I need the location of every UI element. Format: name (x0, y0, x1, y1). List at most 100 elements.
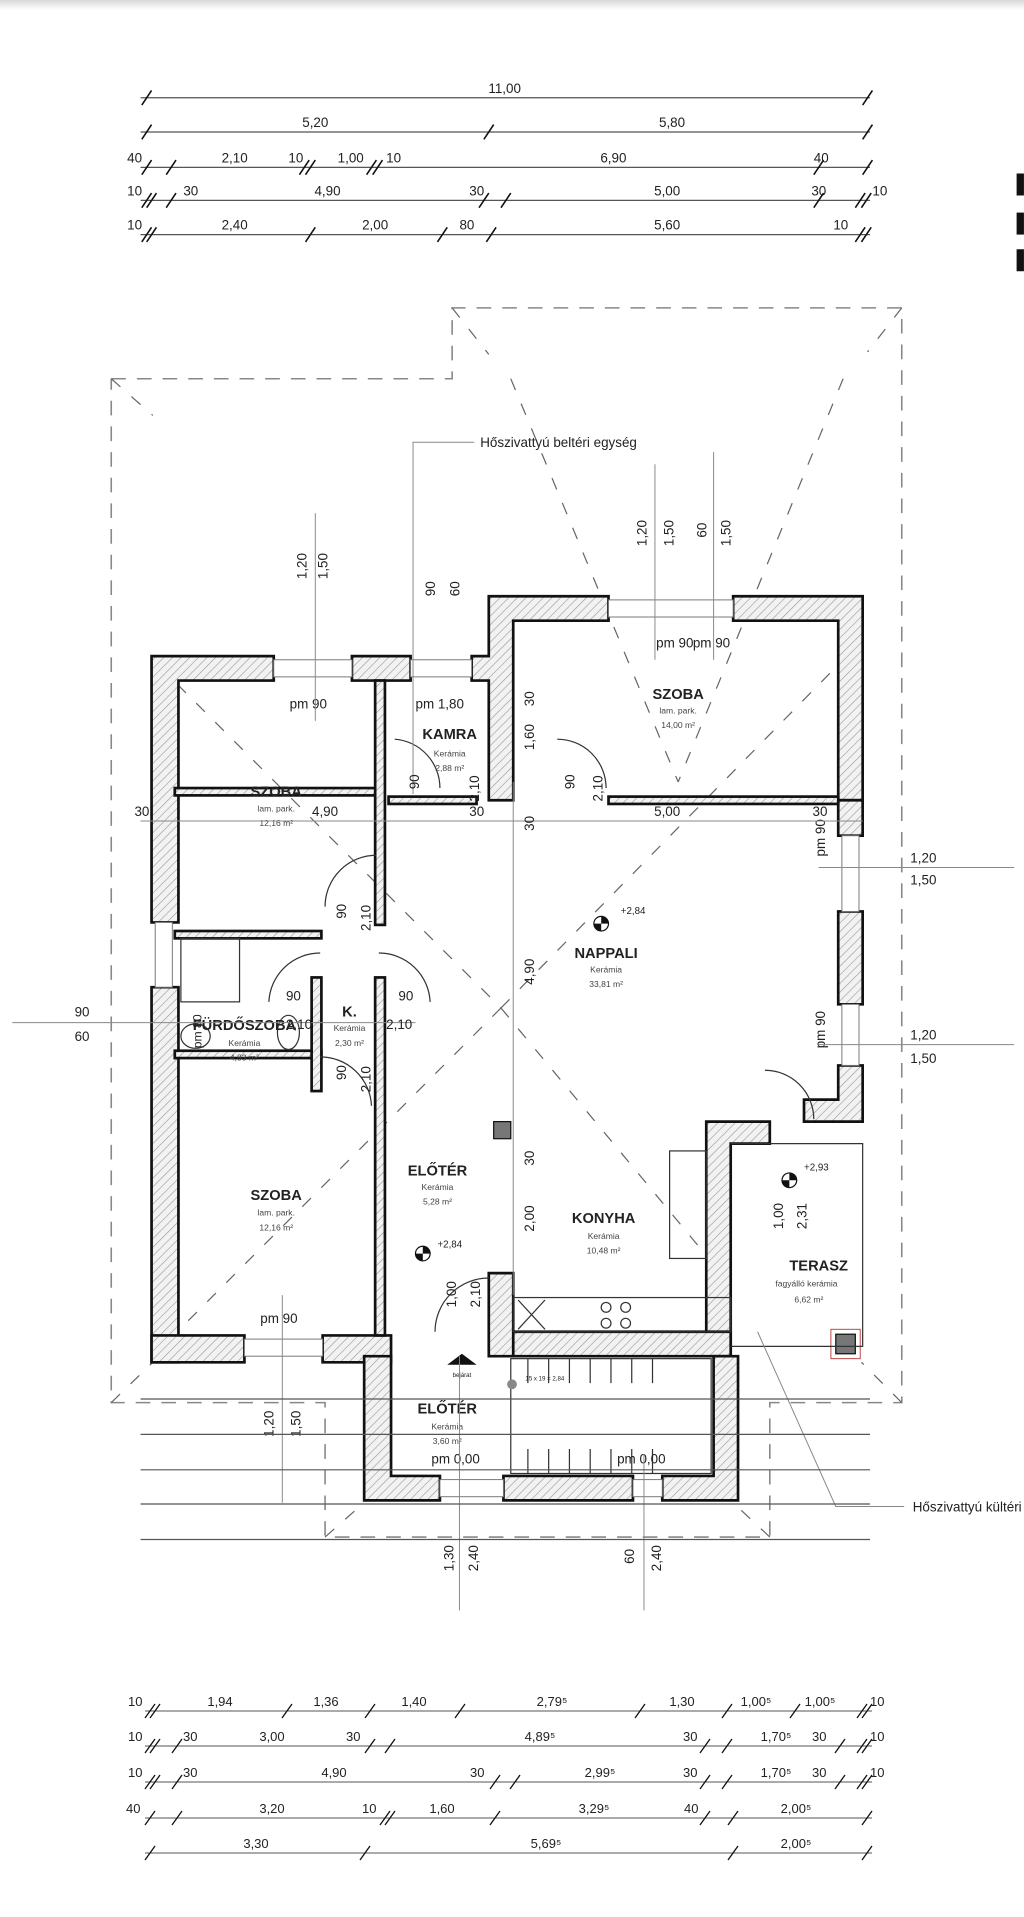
svg-text:90: 90 (562, 774, 577, 789)
svg-text:5,28 m²: 5,28 m² (423, 1197, 452, 1207)
room-pantry: KAMRA Kerámia 2,88 m² (422, 727, 477, 773)
svg-text:2,10: 2,10 (467, 775, 482, 801)
room-kitchen: KONYHA Kerámia 10,48 m² (572, 1211, 636, 1256)
column (835, 1333, 856, 1355)
svg-text:SZOBA: SZOBA (251, 785, 303, 801)
stairs (507, 1358, 712, 1475)
svg-text:2,31: 2,31 (794, 1203, 809, 1229)
dim-label: 5,00 (654, 183, 680, 198)
outdoor-unit-marker (830, 1328, 861, 1360)
dim-label: 30 (183, 183, 198, 198)
roof-outline (110, 307, 903, 1538)
bottom-dimension-chains (140, 1398, 870, 1541)
terrace-outline (730, 1142, 864, 1348)
room-terrace: TERASZ fagyálló kerámia 6,62 m² (775, 1259, 848, 1305)
svg-text:Kerámia: Kerámia (229, 1038, 261, 1048)
level-markers: +2,84 +2,84 +2,93 (414, 906, 829, 1262)
svg-text:K.: K. (342, 1005, 357, 1021)
room-bedroom-nw: SZOBA lam. park. 12,16 m² (251, 785, 303, 828)
level-marker-icon (414, 1245, 431, 1262)
room-labels: SZOBA lam. park. 14,00 m² SZOBA lam. par… (193, 687, 848, 1446)
svg-text:1,50: 1,50 (719, 520, 734, 546)
svg-text:1,00: 1,00 (771, 1203, 786, 1229)
svg-text:ELŐTÉR: ELŐTÉR (408, 1161, 468, 1179)
parapet-labels: pm 90 pm 90 pm 90 pm 1,80 pm 90 pm 0,00 … (191, 636, 828, 1467)
svg-text:fagyálló kerámia: fagyálló kerámia (775, 1279, 837, 1289)
walls (150, 594, 864, 1502)
svg-text:lam. park.: lam. park. (257, 803, 295, 813)
svg-text:2,10: 2,10 (386, 1017, 412, 1032)
svg-text:90: 90 (398, 989, 413, 1004)
svg-text:12,16 m²: 12,16 m² (259, 1222, 293, 1232)
svg-text:KONYHA: KONYHA (572, 1211, 636, 1227)
svg-text:60: 60 (447, 581, 462, 596)
kitchen-counter (512, 1150, 732, 1333)
parapet-label: pm 90 (290, 697, 327, 712)
dim-label: 6,90 (600, 150, 626, 165)
svg-text:1,50: 1,50 (289, 1411, 304, 1437)
svg-text:6,62 m²: 6,62 m² (794, 1294, 823, 1304)
svg-text:1,20: 1,20 (634, 520, 649, 546)
svg-text:1,20: 1,20 (910, 1028, 936, 1043)
svg-text:2,10: 2,10 (358, 905, 373, 931)
mark (1016, 212, 1024, 235)
dim-label: 10 (872, 183, 887, 198)
svg-text:30: 30 (813, 804, 828, 819)
dim-label: 10 (833, 218, 848, 233)
svg-text:4,90: 4,90 (312, 804, 338, 819)
svg-text:SZOBA: SZOBA (251, 1188, 303, 1204)
svg-text:SZOBA: SZOBA (653, 687, 705, 703)
svg-text:1,20: 1,20 (910, 851, 936, 866)
svg-text:4,83 m²: 4,83 m² (230, 1053, 259, 1063)
bathroom-fixtures (180, 937, 301, 1051)
level-label: +2,84 (437, 1239, 462, 1250)
svg-text:2,30 m²: 2,30 m² (335, 1038, 364, 1048)
opening-dimensions: 1,20 1,50 90 60 1,20 1,50 60 1,50 30 1,6… (12, 452, 1015, 1611)
annotations: Hőszivattyú beltéri egység Hőszivattyú k… (412, 435, 1022, 1514)
svg-text:60: 60 (622, 1549, 637, 1564)
svg-text:Kerámia: Kerámia (431, 1422, 463, 1432)
svg-text:lam. park.: lam. park. (257, 1208, 295, 1218)
svg-text:Kerámia: Kerámia (434, 748, 466, 758)
dim-label: 30 (811, 183, 826, 198)
svg-text:Kerámia: Kerámia (590, 965, 622, 975)
top-dimension-chains: 11,00 5,20 5,80 40 2,10 10 1,00 10 6,90 … (127, 81, 887, 243)
indoor-unit-label: Hőszivattyú beltéri egység (480, 435, 637, 450)
entrance-label: bejárat (453, 1372, 472, 1379)
svg-text:33,81 m²: 33,81 m² (589, 979, 623, 989)
dim-label: 10 (127, 183, 142, 198)
svg-text:1,50: 1,50 (316, 553, 331, 579)
outdoor-unit-label: Hőszivattyú kültéri (913, 1499, 1022, 1514)
svg-text:2,88 m²: 2,88 m² (435, 763, 464, 773)
svg-text:1,20: 1,20 (295, 553, 310, 579)
svg-text:30: 30 (522, 816, 537, 831)
svg-text:30: 30 (134, 804, 149, 819)
room-bedroom-ne: SZOBA lam. park. 14,00 m² (653, 687, 705, 730)
parapet-label: pm 1,80 (415, 697, 464, 712)
svg-text:2,10: 2,10 (590, 775, 605, 801)
level-label: +2,93 (804, 1162, 829, 1173)
svg-text:2,10: 2,10 (468, 1281, 483, 1307)
svg-text:90: 90 (423, 581, 438, 596)
svg-text:1,00: 1,00 (444, 1281, 459, 1307)
svg-text:90: 90 (334, 904, 349, 919)
svg-text:2,40: 2,40 (466, 1545, 481, 1571)
top-shadow-bar (0, 0, 1024, 10)
svg-text:12,16 m²: 12,16 m² (259, 818, 293, 828)
parapet-label: pm 80 (191, 1014, 205, 1048)
mark (1016, 249, 1024, 272)
level-marker-icon (781, 1172, 798, 1189)
parapet-label: pm 90 (813, 819, 828, 856)
svg-text:90: 90 (407, 774, 422, 789)
svg-text:1,50: 1,50 (910, 873, 936, 888)
dim-label: 10 (288, 150, 303, 165)
dim-ticks (141, 89, 874, 243)
svg-text:60: 60 (694, 523, 709, 538)
dim-label: 1,00 (338, 150, 364, 165)
parapet-label: pm 0,00 (617, 1452, 666, 1467)
svg-text:TERASZ: TERASZ (789, 1259, 848, 1275)
svg-text:60: 60 (75, 1029, 90, 1044)
dim-label: 10 (127, 218, 142, 233)
dim-label: 5,80 (659, 115, 685, 130)
svg-text:Kerámia: Kerámia (334, 1023, 366, 1033)
